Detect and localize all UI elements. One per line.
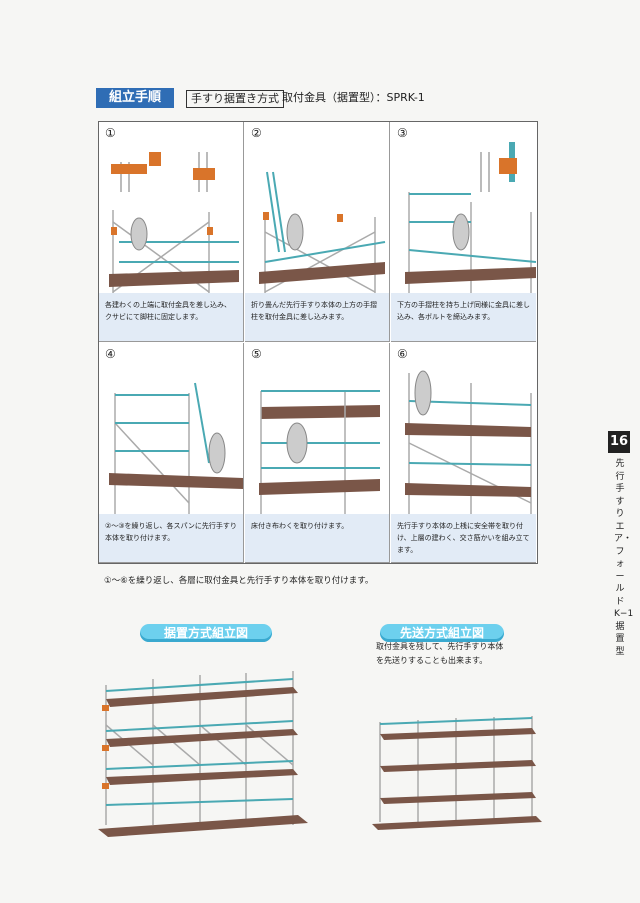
step-5-illustration (259, 390, 380, 515)
step-4-illustration (109, 382, 243, 515)
left-scaffold-diagram (98, 671, 308, 837)
step-cell-2: ② 折り畳んだ先行手すり本体の上方の手摺柱を取付金具に差し込みます。 (245, 122, 390, 342)
right-scaffold-diagram (372, 716, 542, 830)
step-caption: 下方の手摺柱を持ち上げ同様に金具に差し込み、各ボルトを締込みます。 (391, 293, 536, 341)
chapter-number: 16 (608, 431, 630, 453)
step-number: ③ (397, 126, 408, 140)
step-caption: 床付き布わくを取り付けます。 (245, 514, 389, 562)
step-grid: ① 各建わくの上端に取付金具を差し込み、クサビにて脚柱に固定します。 ② 折り畳… (98, 121, 538, 564)
step-caption: 折り畳んだ先行手すり本体の上方の手摺柱を取付金具に差し込みます。 (245, 293, 389, 341)
section-title: 取付金具（据置型）：SPRK-1 (282, 91, 425, 104)
step-caption: ②〜③を繰り返し、各スパンに先行手すり本体を取り付けます。 (99, 514, 243, 562)
step-number: ④ (105, 347, 116, 361)
step-2-illustration (259, 171, 386, 294)
step-number: ① (105, 126, 116, 140)
right-diagram-description: 取付金具を残して、先行手すり本体 を先送りすることも出来ます。 (376, 640, 503, 668)
right-diagram-label: 先送方式組立図 (380, 624, 504, 642)
step-cell-4: ④ ②〜③を繰り返し、各スパンに先行手すり本体を取り付けます。 (99, 343, 244, 563)
left-diagram-label: 据置方式組立図 (140, 624, 272, 642)
chapter-side-title: 先行手すり エア・フォールド K−1 据置型 (614, 459, 640, 657)
step-6-illustration (405, 370, 532, 515)
desc-line-1: 取付金具を残して、先行手すり本体 (376, 642, 504, 651)
step-cell-1: ① 各建わくの上端に取付金具を差し込み、クサビにて脚柱に固定します。 (99, 122, 244, 342)
desc-line-2: を先送りすることも出来ます。 (376, 656, 488, 665)
step-caption: 各建わくの上端に取付金具を差し込み、クサビにて脚柱に固定します。 (99, 293, 243, 341)
step-cell-6: ⑥ 先行手すり本体の上桟に安全帯を取り付け、上層の建わく、交さ筋かいを組み立てま… (391, 343, 536, 563)
step-cell-3: ③ 下方の手摺柱を持ち上げ同様に金具に差し込み、各ボルトを締込みます。 (391, 122, 536, 342)
step-number: ⑥ (397, 347, 408, 361)
step-number: ⑤ (251, 347, 262, 361)
repeat-note: ①〜⑥を繰り返し、各層に取付金具と先行手すり本体を取り付けます。 (104, 576, 374, 586)
step-number: ② (251, 126, 262, 140)
step-caption: 先行手すり本体の上桟に安全帯を取り付け、上層の建わく、交さ筋かいを組み立てます。 (391, 514, 536, 562)
step-cell-5: ⑤ 床付き布わくを取り付けます。 (245, 343, 390, 563)
step-3-illustration (405, 142, 536, 294)
step-1-illustration (109, 152, 239, 294)
method-label: 手すり据置き方式 (186, 90, 284, 108)
section-tag: 組立手順 (96, 88, 174, 108)
